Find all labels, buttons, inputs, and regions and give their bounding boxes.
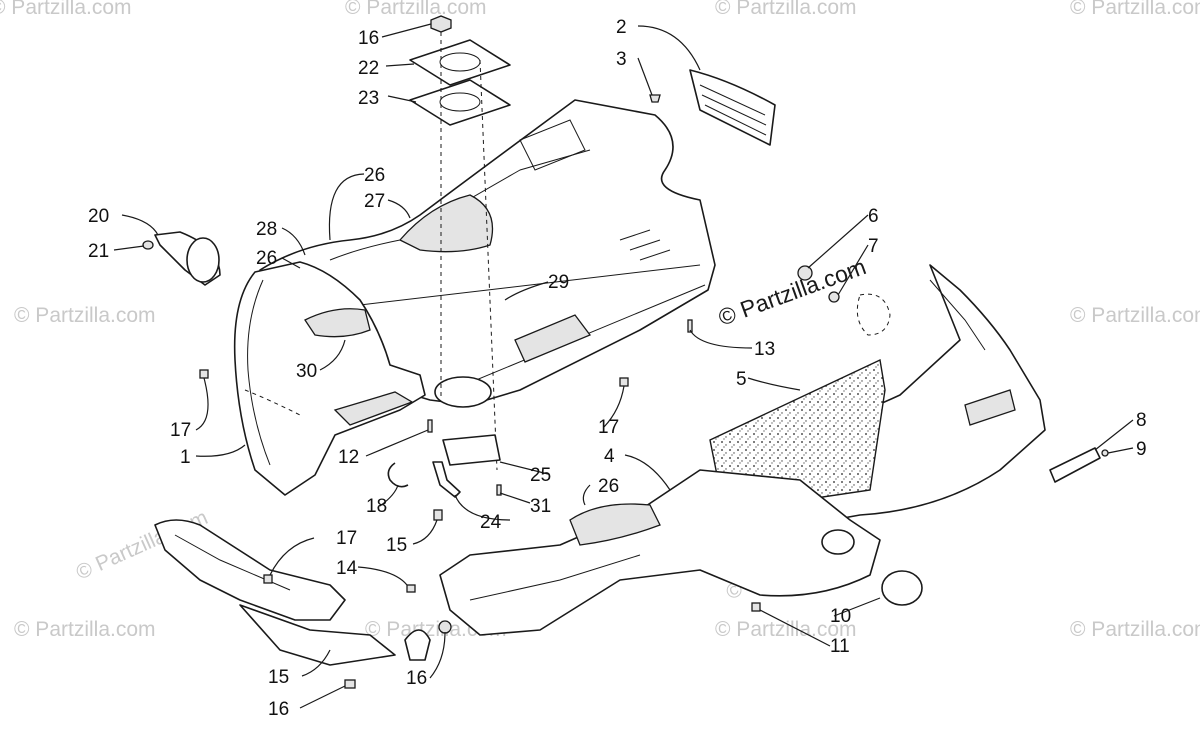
screw-17-mid (619, 377, 629, 387)
callout-9: 9 (1136, 439, 1147, 460)
callout-15-bottom: 16 (268, 699, 289, 720)
watermark-top-mid-right: © Partzilla.com (715, 0, 857, 19)
watermark-mid-right: © Partzilla.com (1070, 304, 1200, 327)
callout-17-left: 17 (170, 420, 191, 441)
tunnel-4 (439, 469, 881, 636)
callout-23: 24 (480, 512, 502, 533)
callout-26-bottom: 26 (598, 476, 619, 497)
callout-17-bumper: 17 (336, 528, 357, 549)
rivet-12-right (687, 319, 693, 333)
screw-17-left (199, 369, 209, 379)
plug-10 (881, 570, 923, 606)
plate-22 (409, 79, 511, 126)
screw-3 (649, 94, 661, 103)
watermark-top-left: © Partzilla.com (0, 0, 132, 19)
front-bumper-14 (154, 519, 396, 666)
clip-13 (406, 584, 416, 593)
callout-12-right: 13 (754, 339, 775, 360)
callout-27: 27 (364, 191, 385, 212)
nut-6 (797, 265, 813, 281)
callout-10: 10 (830, 606, 851, 627)
top-plates (409, 15, 511, 471)
watermark-bottom-right: © Partzilla.com (1070, 618, 1200, 641)
callout-18: 18 (366, 496, 387, 517)
callout-16-top: 16 (358, 28, 379, 49)
callout-5: 5 (736, 369, 747, 390)
plate-21 (409, 39, 511, 86)
callout-6: 6 (868, 206, 879, 227)
watermark-top-right: © Partzilla.com (1070, 0, 1200, 19)
callout-21: 22 (358, 58, 379, 79)
nose-cone-19 (142, 231, 221, 286)
watermark-mid-left: © Partzilla.com (14, 304, 156, 327)
screw-11 (751, 602, 761, 612)
callout-1: 1 (180, 447, 191, 468)
watermark-bottom-left: © Partzilla.com (14, 618, 156, 641)
callout-25: 26 (364, 165, 385, 186)
callout-labels: 16 22 23 2 3 26 27 20 21 28 26 29 30 17 … (88, 17, 1147, 720)
callout-15-mid: 15 (386, 535, 407, 556)
nut-16-bottom (438, 620, 452, 634)
left-side-panel (233, 261, 426, 496)
washer-7 (828, 291, 840, 303)
callout-22: 23 (358, 88, 379, 109)
leader-lines (113, 23, 1134, 709)
callout-2: 2 (616, 17, 627, 38)
screw-15-mid (433, 509, 443, 521)
watermark-main: © Partzilla.com (715, 253, 870, 330)
grommet-6-shadow (856, 293, 891, 336)
callout-16-bottom: 16 (406, 668, 427, 689)
grommet-10-hole (821, 529, 855, 555)
callout-26-left: 26 (256, 248, 277, 269)
callout-11: 11 (830, 636, 850, 657)
callout-7: 7 (868, 236, 879, 257)
hardware (199, 265, 891, 689)
screw-15-bottom (344, 679, 356, 689)
callout-13: 14 (336, 558, 358, 579)
plate-24 (442, 434, 501, 466)
callout-3: 3 (616, 49, 627, 70)
callout-14: 15 (268, 667, 289, 688)
callout-20: 21 (88, 241, 109, 262)
screw-20 (142, 240, 154, 250)
bolt-16-top (430, 15, 452, 33)
nut-9 (1101, 449, 1109, 457)
bracket-23 (432, 461, 461, 498)
rivet-31 (496, 484, 502, 496)
callout-4: 4 (604, 446, 615, 467)
callout-19: 20 (88, 206, 109, 227)
clamp-18 (387, 462, 409, 488)
watermark-top-mid-left: © Partzilla.com (345, 0, 487, 19)
callout-8: 8 (1136, 410, 1147, 431)
rivet-12-left (427, 419, 433, 433)
watermark-bottom-mid-right: © Partzilla.com (715, 618, 857, 641)
vent-2 (649, 69, 776, 146)
grommet-front (404, 629, 431, 661)
reflector-8 (1049, 447, 1109, 483)
callout-12-left: 12 (338, 447, 359, 468)
callout-28: 28 (256, 219, 277, 240)
callout-17-mid: 17 (598, 417, 619, 438)
callout-24: 25 (530, 465, 551, 486)
callout-30: 30 (296, 361, 317, 382)
callout-31: 31 (530, 496, 551, 517)
callout-29: 29 (548, 272, 569, 293)
screw-17-bumper (263, 574, 273, 584)
